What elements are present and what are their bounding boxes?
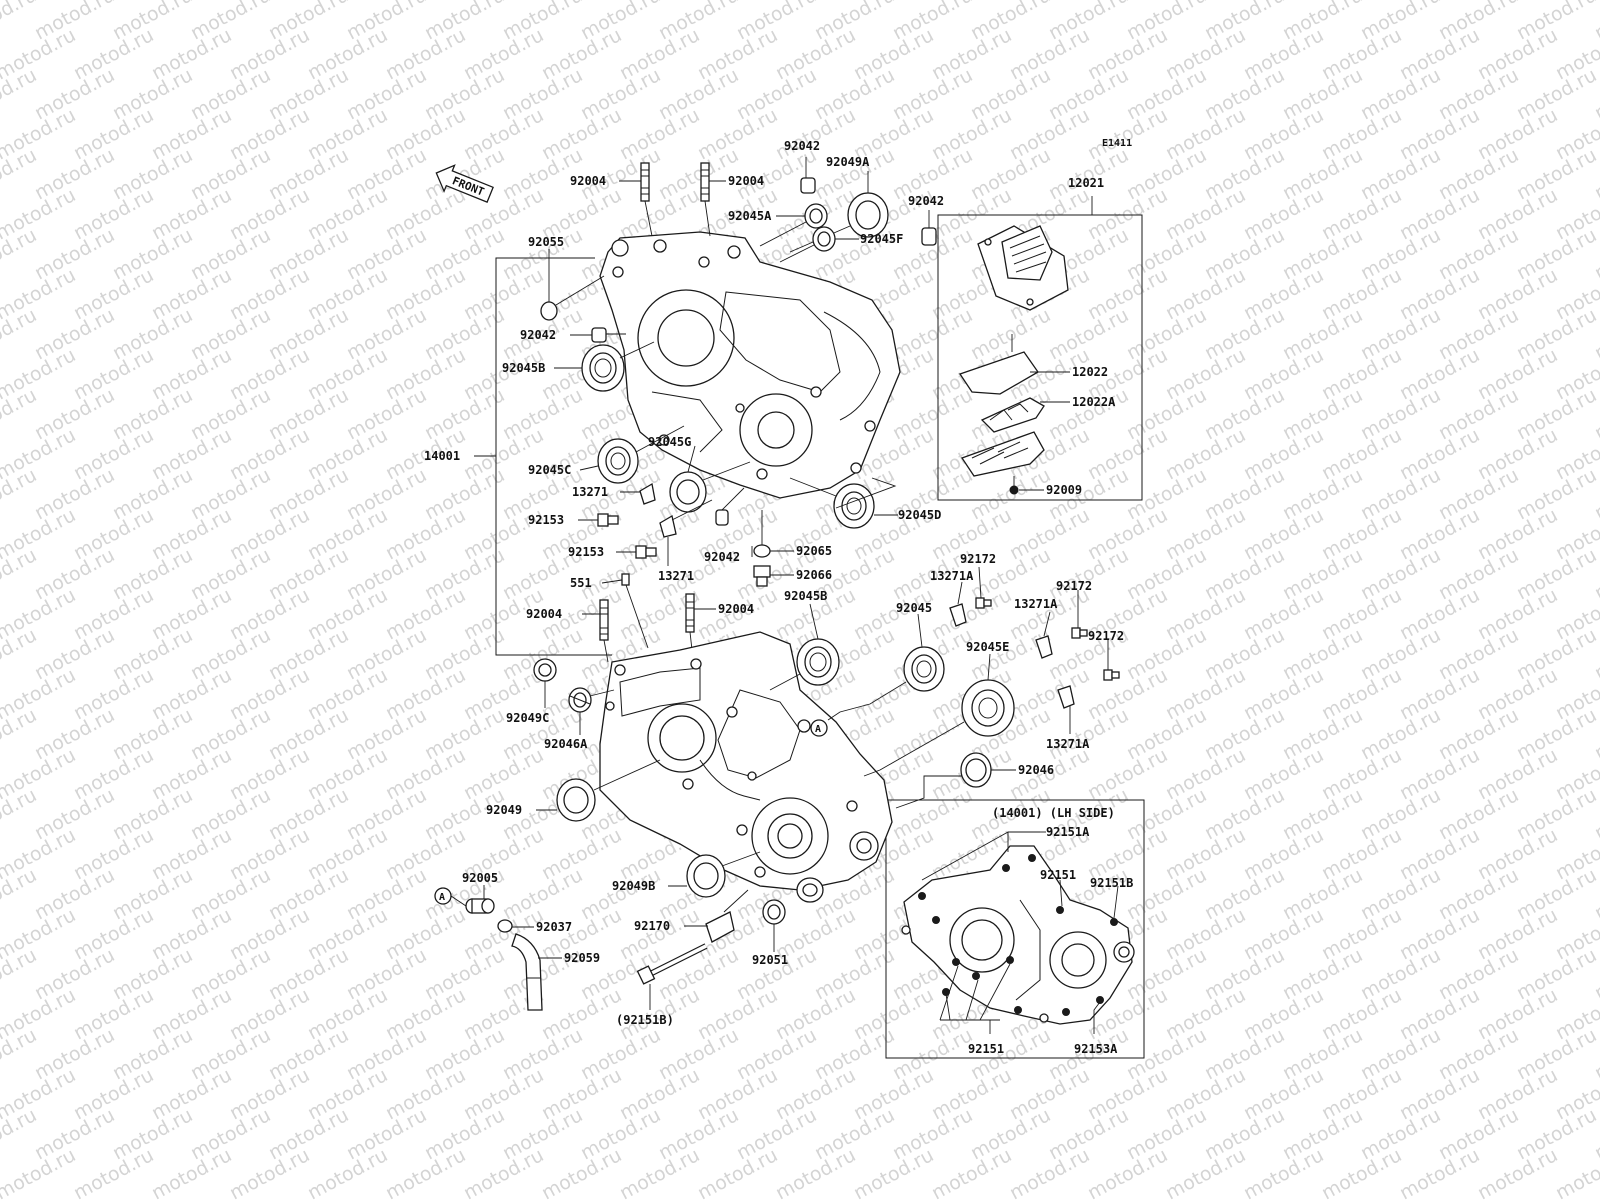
label-92045B-lower: 92045B (784, 589, 827, 603)
label-92066: 92066 (796, 568, 832, 582)
bearing-92045F (812, 226, 836, 252)
bolt-92172-a (975, 597, 992, 609)
bolt-92172-b (1071, 627, 1088, 639)
diagram-code: E1411 (1102, 138, 1132, 149)
label-92042-left: 92042 (520, 328, 556, 342)
label-92045F: 92045F (860, 232, 903, 246)
bearing-92045C (597, 438, 639, 484)
label-92049C: 92049C (506, 711, 549, 725)
label-92045G: 92045G (648, 435, 691, 449)
bolt-92153-b (635, 545, 657, 559)
label-92151A: 92151A (1046, 825, 1090, 839)
label-92151B-paren: (92151B) (616, 1013, 674, 1027)
needle-bearing-92046 (960, 752, 992, 788)
dowel-pin-92042-mid (715, 509, 729, 526)
label-92153A: 92153A (1074, 1042, 1118, 1056)
label-13271-lower: 13271 (658, 569, 694, 583)
label-92153-a: 92153 (528, 513, 564, 527)
label-92045D: 92045D (898, 508, 941, 522)
callout-a-fitting-marker: A (434, 887, 452, 905)
label-92172-c: 92172 (1088, 629, 1124, 643)
bearing-92045A (804, 203, 828, 229)
label-92005: 92005 (462, 871, 498, 885)
reed-valve-assembly-12021 (977, 225, 1069, 311)
label-92004-top-left: 92004 (570, 174, 606, 188)
oil-seal-92049 (556, 778, 596, 822)
label-13271A-a: 13271A (930, 569, 974, 583)
inset-title: (14001) (LH SIDE) (992, 806, 1115, 820)
bolt-92172-c (1103, 669, 1120, 681)
label-92046A: 92046A (544, 737, 588, 751)
oil-seal-92049C (533, 658, 557, 682)
label-92172-a: 92172 (960, 552, 996, 566)
washer-92065 (753, 544, 771, 558)
label-92042-top: 92042 (784, 139, 820, 153)
pin-551 (621, 573, 630, 586)
stud-bolt-92004-mid-left (599, 599, 609, 641)
drain-plug-92066 (753, 565, 771, 587)
dowel-pin-92042-right (921, 227, 937, 246)
label-92045A: 92045A (728, 209, 772, 223)
clamp-92037 (497, 919, 513, 933)
label-92059: 92059 (564, 951, 600, 965)
label-13271A-b: 13271A (1014, 597, 1058, 611)
bearing-92045D (833, 483, 875, 529)
label-92042-right: 92042 (908, 194, 944, 208)
label-92009: 92009 (1046, 483, 1082, 497)
label-12022A: 12022A (1072, 395, 1116, 409)
callout-a-marker: A (810, 719, 828, 737)
label-92055: 92055 (528, 235, 564, 249)
label-92045B-upper: 92045B (502, 361, 545, 375)
label-92004-mid-left: 92004 (526, 607, 562, 621)
label-92049B: 92049B (612, 879, 655, 893)
needle-bearing-92046A (568, 687, 592, 713)
label-92049A: 92049A (826, 155, 870, 169)
label-92004-mid-right: 92004 (718, 602, 754, 616)
label-92049: 92049 (486, 803, 522, 817)
label-551: 551 (570, 576, 592, 590)
bearing-92045E (961, 679, 1015, 737)
oil-seal-92049B (686, 854, 726, 898)
svg-text:A: A (439, 892, 445, 903)
label-12021: 12021 (1068, 176, 1104, 190)
fitting-92005 (465, 898, 495, 914)
label-92042-mid: 92042 (704, 550, 740, 564)
stud-bolt-92004-left (640, 162, 650, 202)
label-13271A-c: 13271A (1046, 737, 1090, 751)
watermark-text: motod.ru (1552, 1144, 1600, 1200)
bearing-92045B-upper (581, 344, 625, 392)
label-92151-upper: 92151 (1040, 868, 1076, 882)
label-92037: 92037 (536, 920, 572, 934)
dowel-pin-92042-top (800, 177, 816, 194)
label-92151-lower: 92151 (968, 1042, 1004, 1056)
label-92004-top-right: 92004 (728, 174, 764, 188)
oil-seal-92051 (762, 899, 786, 925)
label-92051: 92051 (752, 953, 788, 967)
label-92045C: 92045C (528, 463, 571, 477)
label-13271-upper: 13271 (572, 485, 608, 499)
label-12022: 12022 (1072, 365, 1108, 379)
label-92045E: 92045E (966, 640, 1009, 654)
label-92151B: 92151B (1090, 876, 1133, 890)
label-92170: 92170 (634, 919, 670, 933)
watermark-text: motod.ru (1591, 0, 1600, 44)
label-92172-b: 92172 (1056, 579, 1092, 593)
label-92153-b: 92153 (568, 545, 604, 559)
bearing-92045B-lower (796, 638, 840, 686)
label-92065: 92065 (796, 544, 832, 558)
label-92045: 92045 (896, 601, 932, 615)
bolt-92153-a (597, 513, 619, 527)
label-92046: 92046 (1018, 763, 1054, 777)
svg-text:A: A (815, 724, 821, 735)
oil-seal-92049A (847, 192, 889, 238)
label-14001: 14001 (424, 449, 460, 463)
o-ring-92055 (540, 301, 558, 321)
bearing-92045 (903, 646, 945, 692)
dowel-pin-92042-left (591, 327, 607, 343)
stud-bolt-92004-mid-right (685, 593, 695, 633)
stud-bolt-92004-right (700, 162, 710, 202)
